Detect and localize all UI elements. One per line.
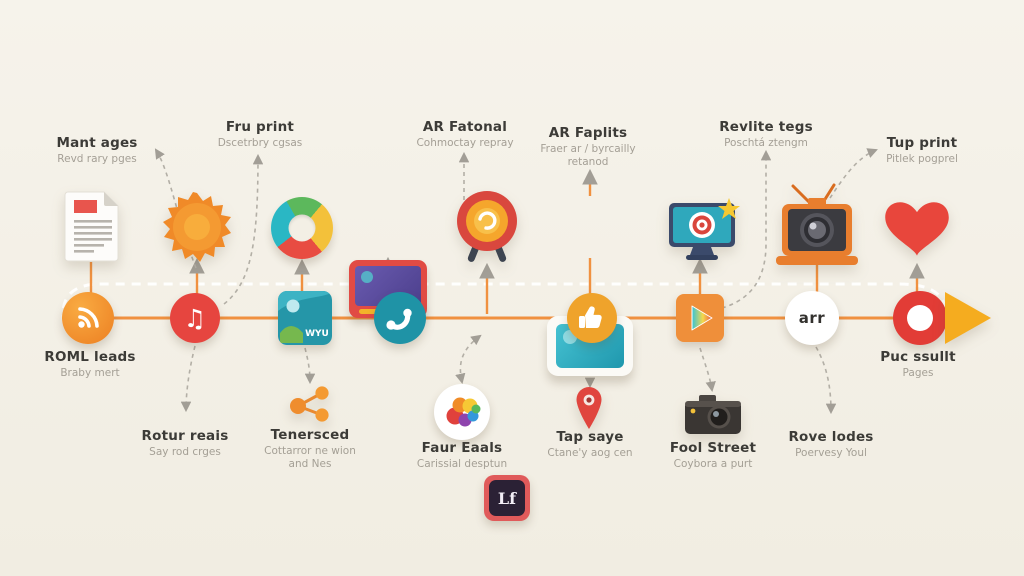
document-icon xyxy=(64,190,122,262)
label-ar-fatonal: AR Fatonal Cohmoctay repray xyxy=(416,119,514,149)
donut-hole xyxy=(288,214,316,242)
end-play-icon xyxy=(943,290,993,346)
label-rove-lodes: Rove lodes Poervesy Youl xyxy=(788,429,874,459)
label-fool-street: Fool Street Coybora a purt xyxy=(669,440,757,470)
phone-node-icon xyxy=(374,292,426,344)
paint-palette-icon xyxy=(434,384,490,440)
label-ar-faplits: AR Faplits Fraer ar / byrcailly retanod xyxy=(540,125,636,169)
label-tenersced: Tenersced Cottarror ne wion and Nes xyxy=(264,427,356,471)
record-center xyxy=(907,305,933,331)
record-node-icon xyxy=(893,291,947,345)
camera-icon xyxy=(682,393,744,437)
retro-tv-icon xyxy=(773,182,861,268)
target-easel-icon xyxy=(449,185,525,271)
music-note-icon: ♫ xyxy=(183,303,207,333)
label-mant-ages: Mant ages Revd rary pges xyxy=(56,135,138,165)
molecule-icon xyxy=(284,382,336,426)
donut-chart-icon xyxy=(271,197,333,259)
audio-badge-label: arr xyxy=(798,309,826,327)
label-rotur-reais: Rotur reais Say rod crges xyxy=(141,428,229,458)
audio-badge-node-icon: arr xyxy=(785,291,839,345)
photo-node-icon: WYU xyxy=(278,291,332,345)
label-fru-print: Fru print Dscetrbry cgsas xyxy=(217,119,303,149)
label-faur-eaals: Faur Eaals Carissial desptun xyxy=(416,440,508,470)
rss-node-icon xyxy=(62,292,114,344)
heart-icon xyxy=(881,194,953,260)
map-pin-icon xyxy=(572,385,606,431)
play-store-node-icon xyxy=(676,294,724,342)
music-node-icon: ♫ xyxy=(170,293,220,343)
lightroom-node-icon: Lf xyxy=(484,475,530,521)
photo-badge-text: WYU xyxy=(305,329,329,339)
rosette-icon xyxy=(161,191,233,263)
tv-camera-dot xyxy=(361,271,373,283)
label-tup-print: Tup print Pitlek pogprel xyxy=(886,135,958,165)
thumbs-up-node-icon xyxy=(567,293,617,343)
label-roml-leads: ROML leads Braby mert xyxy=(44,349,136,379)
label-puc-ssullt: Puc ssullt Pages xyxy=(880,349,956,379)
lightroom-label: Lf xyxy=(489,480,525,516)
label-tap-saye: Tap saye Ctane'y aog cen xyxy=(547,429,633,459)
monitor-target-icon xyxy=(662,198,742,264)
label-revlite-tegs: Revlite tegs Poschtá ztengm xyxy=(719,119,813,149)
